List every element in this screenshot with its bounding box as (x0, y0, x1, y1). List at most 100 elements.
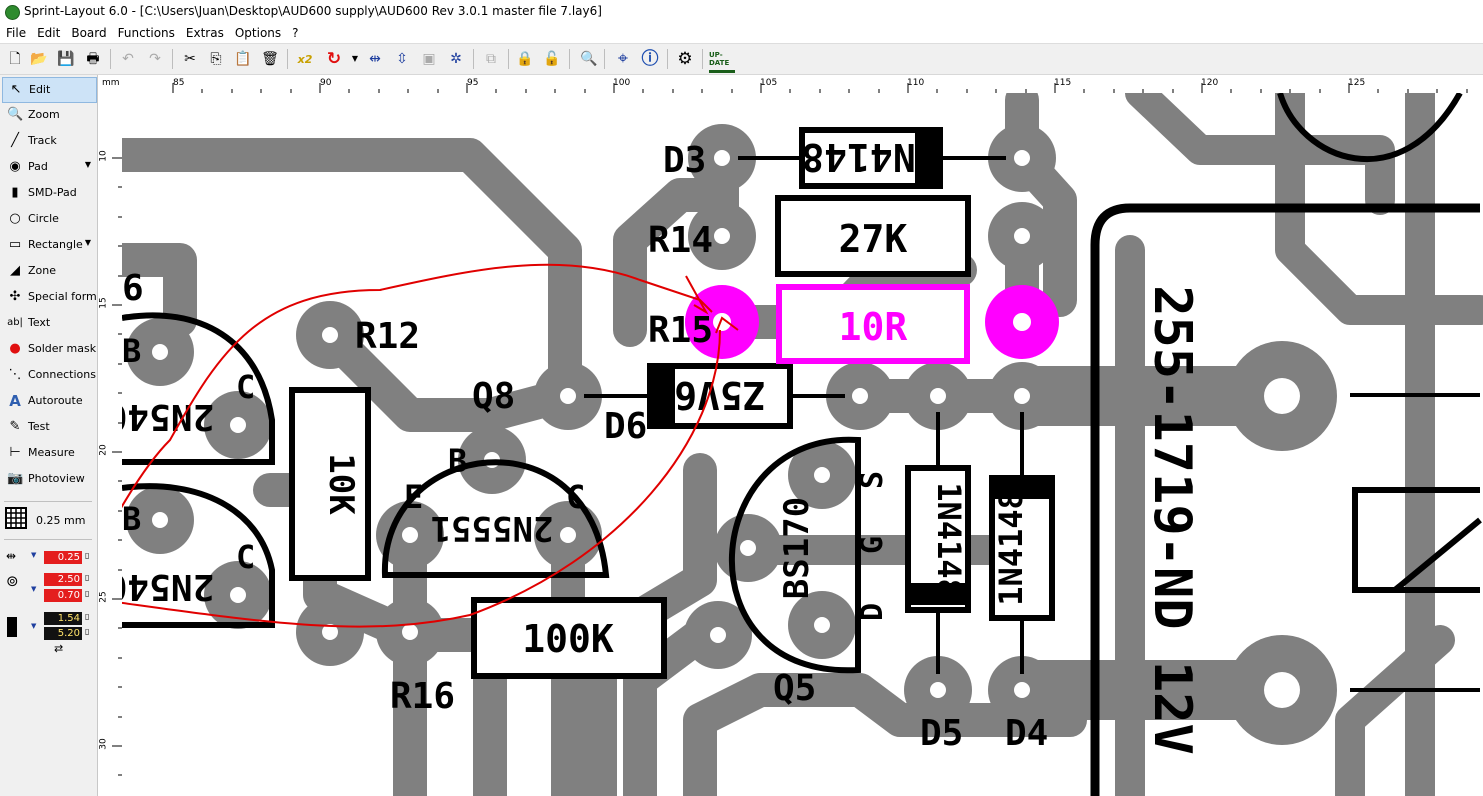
tool-solder-mask[interactable]: ●Solder mask (2, 337, 96, 361)
snap-button[interactable]: ⌖ (612, 48, 634, 70)
toolbar-separator (604, 49, 605, 69)
menu-help[interactable]: ? (292, 26, 299, 40)
tool-text[interactable]: ab|Text (2, 311, 95, 335)
ruler-ticks-horizontal (172, 83, 1468, 93)
pin-label-c: C (236, 538, 255, 576)
smd-width-field[interactable]: 1.54 (44, 612, 82, 625)
new-button[interactable]: 🗋 (4, 48, 26, 70)
r14-body (775, 195, 971, 277)
settings-icon: ⚙ (677, 48, 693, 69)
toggle-icon[interactable]: ▯ (85, 551, 90, 560)
print-button[interactable]: 🖶 (82, 48, 104, 70)
tool-pad[interactable]: ◉Pad▼ (2, 155, 95, 179)
tool-track[interactable]: ╱Track (2, 129, 95, 153)
pad-icon: ◉ (9, 159, 21, 174)
menu-edit[interactable]: Edit (37, 26, 61, 40)
rectangle-icon: ▭ (8, 237, 22, 252)
tool-zoom[interactable]: 🔍Zoom (2, 103, 95, 127)
ruler-tick-label: 10 (98, 150, 109, 162)
track-width-icon: ⇹ (6, 549, 17, 563)
chevron-down-icon[interactable]: ▼ (84, 238, 91, 247)
tool-edit-label: Edit (29, 83, 51, 96)
designator-q5: Q5 (773, 668, 816, 709)
chevron-down-icon[interactable]: ▼ (31, 622, 37, 630)
search-button[interactable]: 🔍 (578, 48, 600, 70)
q5-outline (728, 436, 861, 674)
tool-circle-label: Circle (28, 212, 59, 225)
mirror-horizontal-icon: ⇹ (369, 51, 381, 67)
tool-special-form[interactable]: ✣Special form (2, 285, 97, 309)
settings-button[interactable]: ⚙ (674, 48, 696, 70)
ruler-tick-label: 20 (98, 444, 109, 456)
pad-outer-field[interactable]: 2.50 (44, 573, 82, 586)
undo-button[interactable]: ↶ (117, 48, 139, 70)
group-button[interactable]: ▣ (418, 48, 440, 70)
board-canvas[interactable]: D3 1N4148 R14 27K R15 10R R12 Q8 D6 Z5V6… (122, 93, 1483, 796)
chevron-down-icon[interactable]: ▼ (31, 551, 37, 559)
track-width-field[interactable]: 0.25 (44, 551, 82, 564)
info-button[interactable]: ⓘ (639, 48, 661, 70)
redo-button[interactable]: ↷ (144, 48, 166, 70)
open-button[interactable]: 📂 (28, 48, 50, 70)
rotate-button[interactable]: ↻ (323, 48, 345, 70)
toggle-icon[interactable]: ▯ (85, 627, 90, 636)
ruler-tick-label: 90 (320, 78, 332, 88)
layers-icon: ⧉ (486, 51, 496, 67)
d6-cathode-band (653, 363, 675, 429)
smd-height-field[interactable]: 5.20 (44, 627, 82, 640)
tool-photoview[interactable]: 📷Photoview (2, 467, 95, 491)
partial-designator: 6 (122, 268, 144, 309)
top-right-outline (1277, 93, 1463, 163)
save-button[interactable]: 💾 (55, 48, 77, 70)
menu-board[interactable]: Board (71, 26, 107, 40)
zoom-x2-button[interactable]: x2 (294, 48, 316, 70)
value-r12: 10K (321, 453, 361, 515)
grid-value[interactable]: 0.25 mm (36, 514, 86, 527)
toggle-icon[interactable]: ▯ (85, 589, 90, 598)
ruler-tick-label: 115 (1054, 78, 1072, 88)
toggle-icon[interactable]: ▯ (85, 612, 90, 621)
paste-button[interactable]: 📋 (232, 48, 254, 70)
value-left-top: 2N540 (122, 396, 214, 437)
menu-functions[interactable]: Functions (117, 26, 175, 40)
unlock-button[interactable]: 🔓 (541, 48, 563, 70)
pad-inner-field[interactable]: 0.70 (44, 589, 82, 602)
cut-button[interactable]: ✂ (179, 48, 201, 70)
ruler-tick-label: 110 (907, 78, 925, 88)
drill (713, 313, 731, 331)
copy-button[interactable]: ⎘ (205, 48, 227, 70)
drill (1014, 228, 1030, 244)
delete-button[interactable]: 🗑 (259, 48, 281, 70)
tool-edit[interactable]: ↖Edit (2, 77, 97, 103)
drill (710, 627, 726, 643)
update-button[interactable]: UP-DATE (709, 48, 735, 73)
designator-d5: D5 (920, 713, 963, 754)
drill (1264, 378, 1300, 414)
rotate-dropdown[interactable]: ▼ (344, 48, 366, 70)
tool-circle[interactable]: ○Circle (2, 207, 95, 231)
tool-smd-pad[interactable]: ▮SMD-Pad (2, 181, 95, 205)
menu-options[interactable]: Options (234, 26, 282, 40)
tool-connections[interactable]: ⋱Connections (2, 363, 96, 387)
value-r14: 27K (839, 217, 908, 261)
tool-zone[interactable]: ◢Zone (2, 259, 95, 283)
drill (152, 344, 168, 360)
chevron-down-icon[interactable]: ▼ (31, 585, 37, 593)
tool-measure[interactable]: ⊢Measure (2, 441, 95, 465)
tool-rectangle[interactable]: ▭Rectangle▼ (2, 233, 95, 257)
toggle-icon[interactable]: ▯ (85, 573, 90, 582)
swap-icon[interactable]: ⇄ (54, 642, 64, 655)
value-relay: 255-1719-ND 12V (1142, 285, 1202, 755)
layers-button[interactable]: ⧉ (480, 48, 502, 70)
tool-test[interactable]: ✎Test (2, 415, 95, 439)
menu-file[interactable]: File (6, 26, 27, 40)
mirror-vertical-button[interactable]: ⇳ (391, 48, 413, 70)
menu-extras[interactable]: Extras (185, 26, 224, 40)
ungroup-button[interactable]: ✲ (445, 48, 467, 70)
r16-100k-body (471, 597, 667, 679)
lock-button[interactable]: 🔒 (514, 48, 536, 70)
grid-button[interactable] (5, 507, 27, 529)
chevron-down-icon[interactable]: ▼ (84, 160, 91, 169)
mirror-horizontal-button[interactable]: ⇹ (364, 48, 386, 70)
